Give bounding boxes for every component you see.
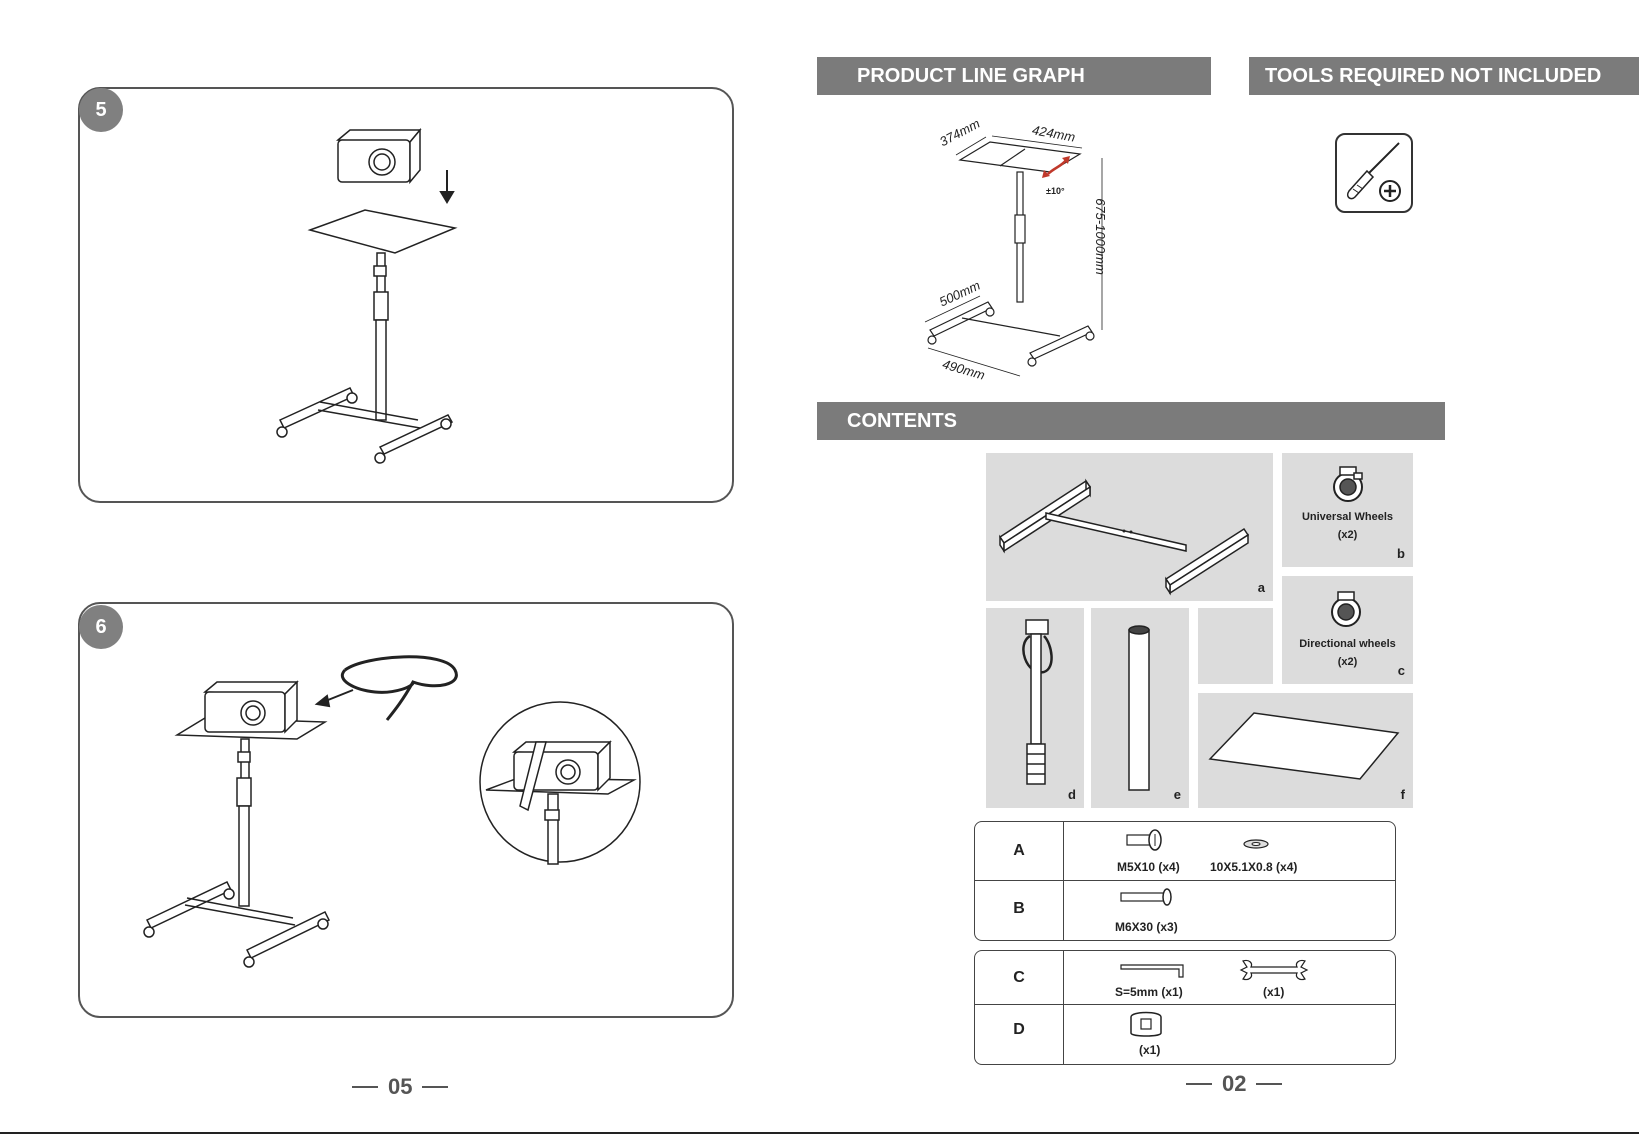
arrow-left-icon [317,690,353,706]
blank-cell [1198,608,1273,684]
part-d-cell: d [986,608,1084,808]
part-c-qty: (x2) [1282,656,1413,668]
part-c-cell: Directional wheels (x2) c [1282,576,1413,684]
part-letter: e [1174,787,1181,802]
base-frame-icon [986,453,1273,601]
directional-wheel-icon [1326,588,1366,628]
step-5-illustration [270,120,490,490]
hardware-label: M6X30 (x3) [1115,920,1178,934]
part-letter: a [1258,580,1265,595]
hardware-label: (x1) [1263,985,1284,999]
part-letter: c [1398,663,1405,678]
hardware-table-1: A M5X10 (x4) 10X5.1X0.8 (x4) B M6X30 (x3… [974,821,1396,941]
step-6-illustration [145,650,475,1000]
strap-detail-circle [478,700,642,864]
tray-plate [310,210,455,253]
dim-tilt: ±10° [1046,186,1065,196]
page-number-left: 05 [352,1074,448,1100]
hardware-key-c: C [975,969,1063,987]
projector-icon [338,130,420,182]
hardware-label: 10X5.1X0.8 (x4) [1210,860,1297,874]
part-letter: f [1401,787,1405,802]
hardware-key-d: D [975,1021,1063,1039]
tray-plate-icon [1198,693,1413,808]
wrench-icon [1237,957,1311,983]
part-c-name: Directional wheels [1282,638,1413,650]
part-f-cell: f [1198,693,1413,808]
hardware-label: S=5mm (x1) [1115,985,1183,999]
part-b-qty: (x2) [1282,529,1413,541]
tube-icon [1091,608,1189,808]
cable-clip-icon [1125,1009,1169,1039]
step-6-badge: 6 [79,605,123,649]
step-5-badge: 5 [79,88,123,132]
arrow-down-icon [441,170,453,202]
stand-base [277,388,452,463]
part-b-cell: Universal Wheels (x2) b [1282,453,1413,567]
screw-m5x10-icon [1123,828,1167,850]
projector-icon [205,682,297,732]
washer-icon [1241,838,1271,850]
phillips-screwdriver-icon [1337,135,1411,211]
bolt-m6x30-icon [1119,888,1179,906]
part-e-cell: e [1091,608,1189,808]
part-b-name: Universal Wheels [1282,511,1413,523]
product-line-graph-header: PRODUCT LINE GRAPH [817,57,1211,95]
part-letter: d [1068,787,1076,802]
page-number-right: 02 [1186,1071,1282,1097]
bottom-rule [0,1132,1639,1134]
contents-header: CONTENTS [817,402,1445,440]
allen-key-icon [1119,961,1189,979]
hardware-label: M5X10 (x4) [1117,860,1180,874]
hardware-key-b: B [975,900,1063,918]
universal-wheel-icon [1328,463,1368,503]
tools-header: TOOLS REQUIRED NOT INCLUDED [1249,57,1639,95]
tool-icon-box [1335,133,1413,213]
part-letter: b [1397,546,1405,561]
column-with-clamp-icon [986,608,1084,808]
dim-height: 675-1000mm [1093,198,1108,275]
hardware-label: (x1) [1139,1043,1160,1057]
part-a-cell: a [986,453,1273,601]
hardware-table-2: C S=5mm (x1) (x1) D (x1) [974,950,1396,1065]
stand-column [374,253,388,420]
hardware-key-a: A [975,842,1063,860]
